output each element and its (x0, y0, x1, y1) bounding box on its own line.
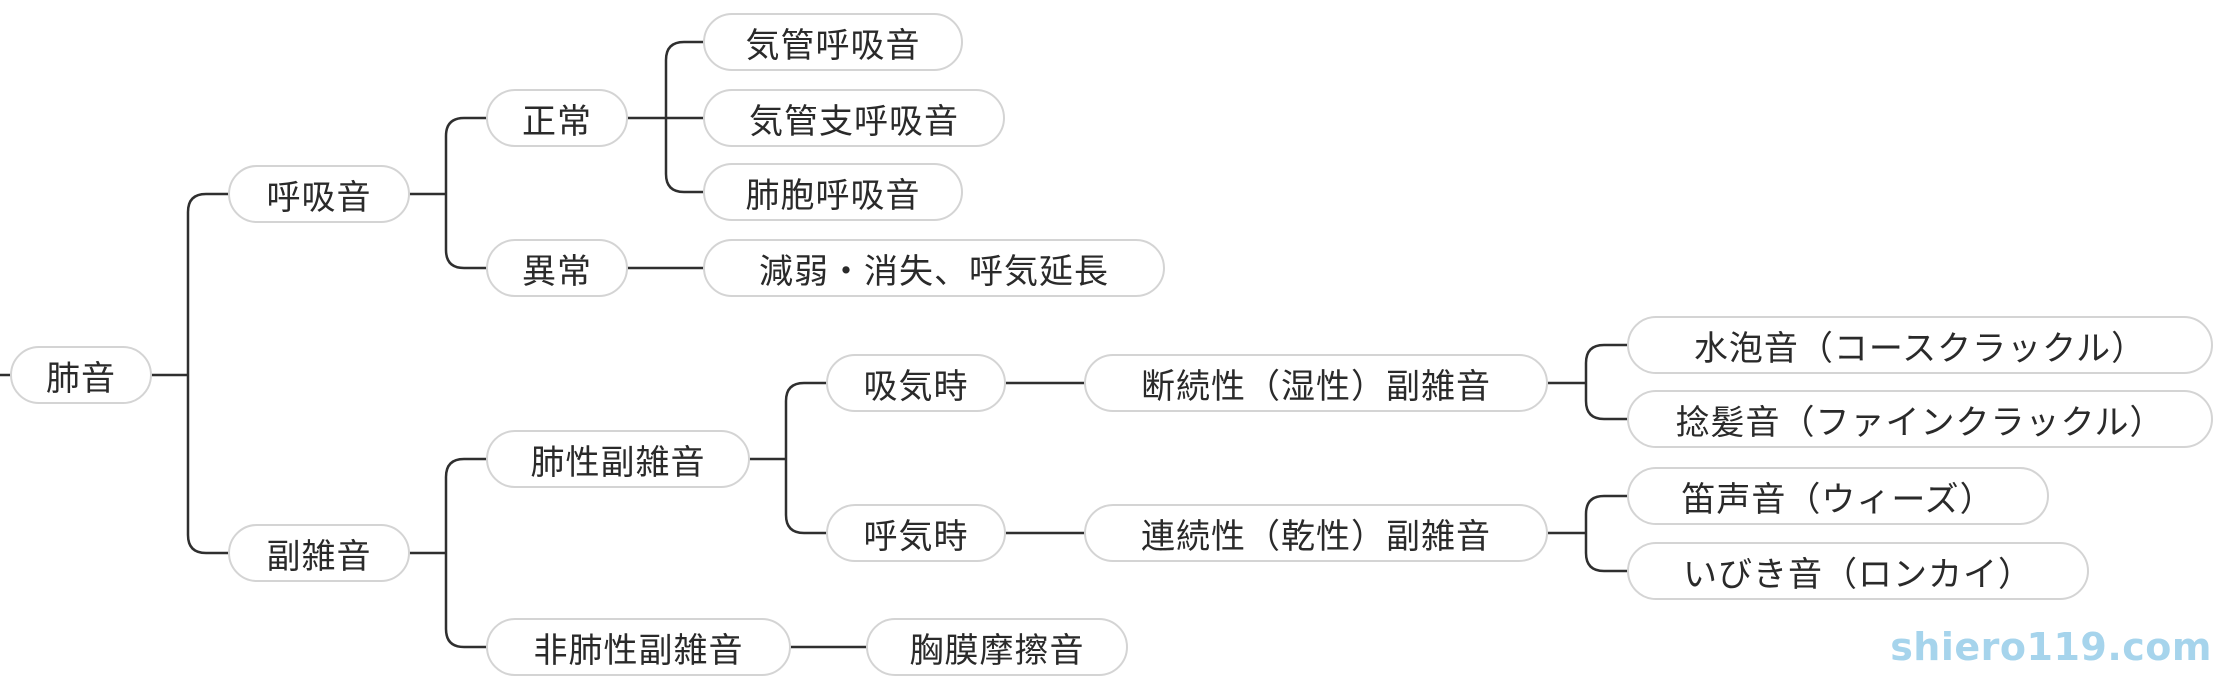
adventitious-connector (408, 457, 488, 649)
node-nonpulmonary-adventitious[interactable]: 非肺性副雑音 (486, 618, 791, 676)
pulmonary-connector (748, 381, 828, 535)
node-pulmonary-adventitious[interactable]: 肺性副雑音 (486, 430, 750, 488)
node-coarse-crackles[interactable]: 水泡音（コースクラックル） (1627, 316, 2213, 374)
continuous-connector (1546, 494, 1629, 573)
node-diminished-prolonged[interactable]: 減弱・消失、呼気延長 (703, 239, 1165, 297)
node-wheeze[interactable]: 笛声音（ウィーズ） (1627, 467, 2049, 525)
node-continuous[interactable]: 連続性（乾性）副雑音 (1084, 504, 1548, 562)
discontinuous-connector (1546, 343, 1629, 421)
node-inspiration[interactable]: 吸気時 (826, 354, 1006, 412)
node-adventitious-sounds[interactable]: 副雑音 (228, 524, 410, 582)
node-lung-sounds[interactable]: 肺音 (10, 346, 152, 404)
watermark: shiero119.com (1890, 625, 2212, 669)
node-fine-crackles[interactable]: 捻髪音（ファインクラックル） (1627, 390, 2213, 448)
node-pleural-friction-rub[interactable]: 胸膜摩擦音 (866, 618, 1128, 676)
breath-connector (408, 116, 488, 270)
root-connector (150, 192, 230, 555)
node-discontinuous[interactable]: 断続性（湿性）副雑音 (1084, 354, 1548, 412)
node-vesicular-sound[interactable]: 肺胞呼吸音 (703, 163, 963, 221)
node-abnormal[interactable]: 異常 (486, 239, 628, 297)
node-expiration[interactable]: 呼気時 (826, 504, 1006, 562)
node-breath-sounds[interactable]: 呼吸音 (228, 165, 410, 223)
node-normal[interactable]: 正常 (486, 89, 628, 147)
node-tracheal-sound[interactable]: 気管呼吸音 (703, 13, 963, 71)
node-bronchial-sound[interactable]: 気管支呼吸音 (703, 89, 1005, 147)
normal-connector (626, 40, 705, 194)
node-rhonchi[interactable]: いびき音（ロンカイ） (1627, 542, 2089, 600)
